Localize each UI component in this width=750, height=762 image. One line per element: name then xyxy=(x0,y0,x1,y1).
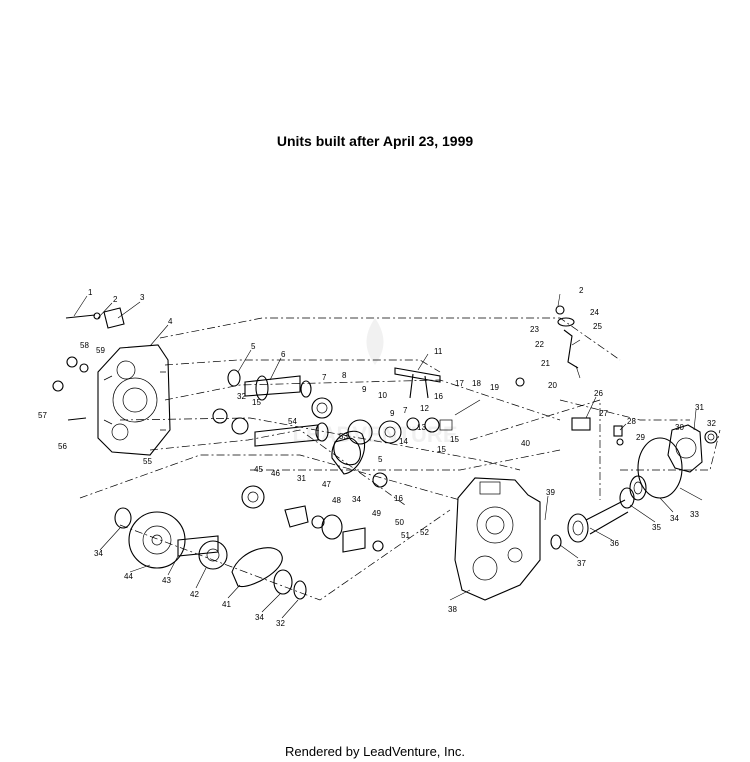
callout-15-left: 15 xyxy=(252,398,261,407)
chains xyxy=(231,430,366,588)
input-shaft xyxy=(227,369,333,419)
callout-28: 28 xyxy=(627,417,636,426)
callout-31: 31 xyxy=(695,403,704,412)
callout-12: 12 xyxy=(420,404,429,413)
callout-53: 53 xyxy=(339,432,348,441)
counter-shaft xyxy=(212,408,440,488)
callout-56: 56 xyxy=(58,442,67,451)
callout-59: 59 xyxy=(96,346,105,355)
callout-16: 16 xyxy=(434,392,443,401)
callout-29: 29 xyxy=(636,433,645,442)
callout-7-mid: 7 xyxy=(403,406,408,415)
shift-fork xyxy=(394,367,481,431)
callout-52: 52 xyxy=(420,528,429,537)
watermark-logo: LEADVENTURE xyxy=(292,318,458,447)
callout-16-mid: 16 xyxy=(394,494,403,503)
callout-42: 42 xyxy=(190,590,199,599)
callout-50: 50 xyxy=(395,518,404,527)
callout-55: 55 xyxy=(143,457,152,466)
seals-right xyxy=(619,437,683,509)
callout-48: 48 xyxy=(332,496,341,505)
callout-8: 8 xyxy=(342,371,347,380)
callout-23: 23 xyxy=(530,325,539,334)
callout-32: 32 xyxy=(707,419,716,428)
bolts-left xyxy=(52,307,125,421)
callout-26: 26 xyxy=(594,389,603,398)
lower-bearings xyxy=(273,569,307,600)
callout-41: 41 xyxy=(222,600,231,609)
callout-22: 22 xyxy=(535,340,544,349)
callout-49: 49 xyxy=(372,509,381,518)
callout-34-right: 34 xyxy=(670,514,679,523)
callout-32-left: 32 xyxy=(237,392,246,401)
callout-21: 21 xyxy=(541,359,550,368)
callout-32-lower: 32 xyxy=(276,619,285,628)
callout-17: 17 xyxy=(455,379,464,388)
callout-24: 24 xyxy=(590,308,599,317)
callout-31-mid: 31 xyxy=(297,474,306,483)
callout-39: 39 xyxy=(546,488,555,497)
lower-shaft xyxy=(177,535,228,570)
watermark-text: LEADVENTURE xyxy=(292,422,457,447)
large-gear xyxy=(114,507,186,569)
callout-2: 2 xyxy=(113,295,118,304)
callout-7: 7 xyxy=(322,373,327,382)
callout-14: 14 xyxy=(399,437,408,446)
callout-58: 58 xyxy=(80,341,89,350)
callout-54: 54 xyxy=(288,417,297,426)
callout-34-left: 34 xyxy=(94,549,103,558)
callout-18: 18 xyxy=(472,379,481,388)
callout-47: 47 xyxy=(322,480,331,489)
part-callouts: 1 2 3 4 5 6 7 8 9 10 11 12 13 14 15 16 1… xyxy=(38,286,716,628)
left-housing xyxy=(97,344,171,456)
callout-10: 10 xyxy=(378,391,387,400)
callout-51: 51 xyxy=(401,531,410,540)
callout-25: 25 xyxy=(593,322,602,331)
callout-15-mid: 15 xyxy=(437,445,446,454)
callout-9: 9 xyxy=(362,385,367,394)
callout-27: 27 xyxy=(599,409,608,418)
callout-4: 4 xyxy=(168,317,173,326)
callout-46: 46 xyxy=(271,469,280,478)
callout-3: 3 xyxy=(140,293,145,302)
callout-38: 38 xyxy=(448,605,457,614)
right-housing xyxy=(454,477,541,601)
sprocket-hub xyxy=(241,485,384,553)
callout-37: 37 xyxy=(577,559,586,568)
top-right-parts xyxy=(515,305,624,446)
page-title: Units built after April 23, 1999 xyxy=(276,133,474,149)
callout-43: 43 xyxy=(162,576,171,585)
callout-35: 35 xyxy=(652,523,661,532)
right-cover xyxy=(667,424,718,473)
callout-5: 5 xyxy=(251,342,256,351)
callout-6: 6 xyxy=(281,350,286,359)
callout-44: 44 xyxy=(124,572,133,581)
callout-40: 40 xyxy=(521,439,530,448)
assembly-lines xyxy=(79,317,721,601)
callout-36: 36 xyxy=(610,539,619,548)
callout-9-mid: 9 xyxy=(390,409,395,418)
leader-lines xyxy=(73,293,703,619)
callout-34-lower: 34 xyxy=(255,613,264,622)
callout-45: 45 xyxy=(254,465,263,474)
footer-credit: Rendered by LeadVenture, Inc. xyxy=(285,744,465,759)
callout-57: 57 xyxy=(38,411,47,420)
output-shaft xyxy=(550,499,629,550)
callout-2-right: 2 xyxy=(579,286,584,295)
callout-15: 15 xyxy=(450,435,459,444)
callout-30: 30 xyxy=(675,423,684,432)
callout-13: 13 xyxy=(417,423,426,432)
callout-33: 33 xyxy=(690,510,699,519)
callout-11: 11 xyxy=(434,347,443,356)
callout-5-mid: 5 xyxy=(378,455,383,464)
callout-1: 1 xyxy=(88,288,93,297)
callout-34-mid: 34 xyxy=(352,495,361,504)
callout-19: 19 xyxy=(490,383,499,392)
callout-20: 20 xyxy=(548,381,557,390)
